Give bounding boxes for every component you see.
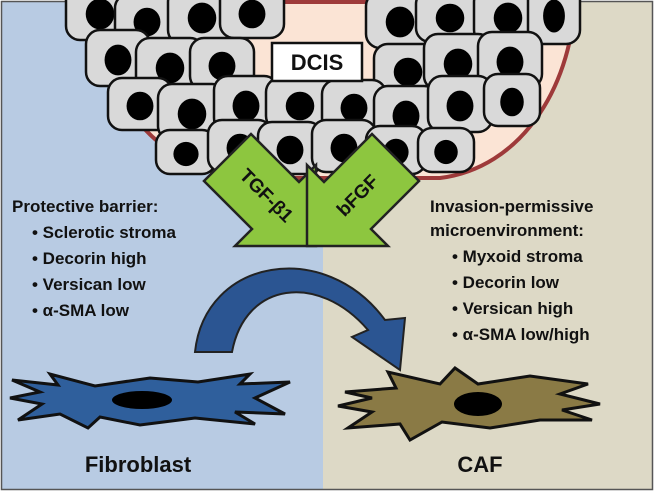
- caf-label: CAF: [457, 452, 502, 477]
- cell-nucleus: [500, 87, 524, 117]
- cell-nucleus: [187, 2, 217, 34]
- cell-nucleus: [392, 100, 420, 132]
- left-list-item: • α-SMA low: [32, 301, 130, 320]
- cell-nucleus: [285, 91, 315, 121]
- cell-nucleus: [446, 90, 474, 122]
- left-list-item: • Versican low: [32, 275, 146, 294]
- right-list-item: • Decorin low: [452, 273, 560, 292]
- tgf-beta1-arrow: TGF-β1: [202, 132, 318, 248]
- cell-nucleus: [133, 7, 161, 37]
- cell-nucleus: [496, 46, 524, 78]
- cell-nucleus: [493, 2, 523, 34]
- cell-nucleus: [126, 91, 154, 121]
- left-list-item: • Decorin high: [32, 249, 147, 268]
- right-heading-line2: microenvironment:: [430, 221, 584, 240]
- left-heading: Protective barrier:: [12, 197, 158, 216]
- left-property-list: • Sclerotic stroma • Decorin high • Versic…: [32, 223, 176, 320]
- cell-nucleus: [208, 51, 236, 81]
- right-property-list: • Myxoid stroma • Decorin low • Versican h…: [452, 247, 590, 344]
- cell-nucleus: [385, 6, 415, 38]
- right-heading-line1: Invasion-permissive: [430, 197, 593, 216]
- cell-nucleus: [435, 3, 465, 33]
- cell-nucleus: [238, 0, 266, 29]
- cell-nucleus: [543, 0, 565, 33]
- cell-nucleus: [85, 0, 115, 30]
- dcis-label-box: [270, 41, 364, 83]
- left-list-item: • Sclerotic stroma: [32, 223, 176, 242]
- cell-nucleus: [104, 44, 132, 76]
- cell-nucleus: [232, 90, 260, 122]
- cell-nucleus: [276, 135, 304, 165]
- right-list-item: • Versican high: [452, 299, 573, 318]
- fibroblast-nucleus: [112, 391, 172, 409]
- cell-nucleus: [340, 93, 368, 123]
- caf-nucleus: [454, 392, 502, 416]
- dcis-label: DCIS: [291, 50, 344, 75]
- cell-nucleus: [177, 98, 207, 130]
- cell-nucleus: [434, 139, 458, 165]
- transition-arrow: [193, 267, 407, 372]
- bfgf-arrow: bFGF: [305, 132, 421, 248]
- cell-nucleus: [155, 52, 185, 84]
- right-list-item: • α-SMA low/high: [452, 325, 590, 344]
- fibroblast-label: Fibroblast: [85, 452, 192, 477]
- right-list-item: • Myxoid stroma: [452, 247, 583, 266]
- cell-nucleus: [173, 141, 199, 167]
- cell-nucleus: [393, 57, 423, 87]
- cell-nucleus: [443, 48, 473, 80]
